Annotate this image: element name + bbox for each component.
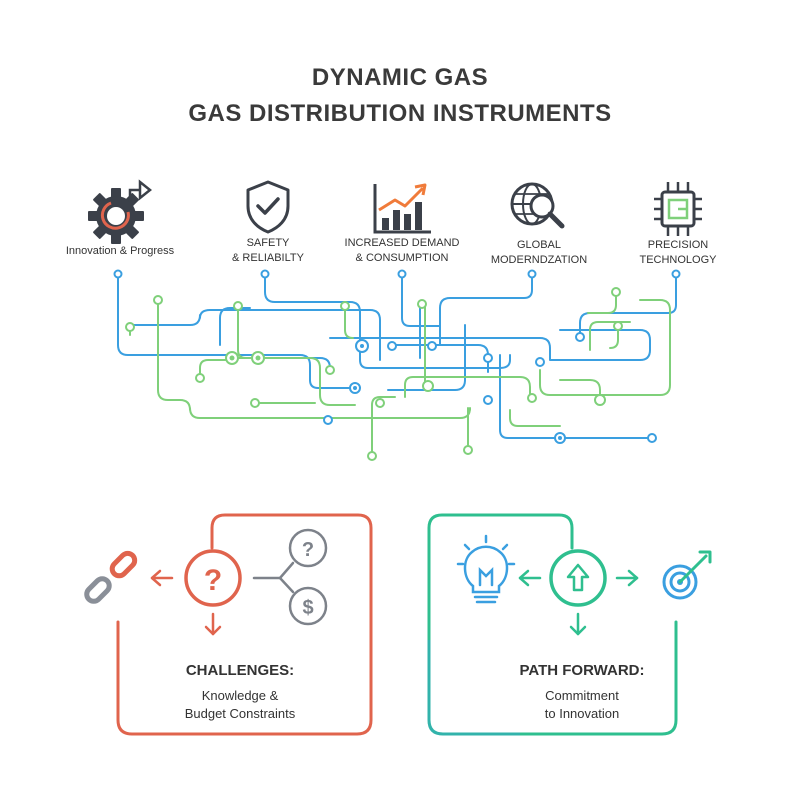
svg-text:?: ? [204, 564, 222, 597]
feature-label: Innovation & Progress [65, 245, 175, 257]
bar-chart-growth-icon [373, 183, 431, 234]
microchip-icon [654, 182, 702, 236]
left-arrow-icon [518, 569, 542, 587]
feature-innovation: Innovation & Progress [30, 178, 210, 259]
left-arrow-icon [150, 569, 174, 587]
svg-text:?: ? [302, 539, 314, 561]
dollar-circle-icon: $ [288, 586, 328, 626]
path-forward-heading: PATH FORWARD: [519, 662, 645, 679]
circuit-network [113, 269, 681, 461]
challenges-frame [116, 513, 373, 736]
feature-label: GLOBAL MODERNDZATION [490, 239, 588, 266]
feature-safety: SAFETY & RELIABILTY [178, 178, 358, 266]
feature-global: GLOBAL MODERNDZATION [449, 180, 629, 268]
path-forward-line: to Innovation [544, 706, 620, 721]
path-forward-line: Commitment [545, 688, 619, 703]
gear-arrow-icon [88, 179, 153, 244]
up-arrow-circle-icon [549, 549, 607, 607]
green-traces [129, 291, 671, 456]
feature-label: PRECISION TECHNOLOGY [639, 239, 717, 266]
feature-demand: INCREASED DEMAND & CONSUMPTION [312, 180, 492, 266]
right-arrow-icon [615, 569, 639, 587]
challenges-heading: CHALLENGES: [185, 662, 295, 679]
challenges-text: CHALLENGES: Knowledge & Budget Constrain… [110, 662, 370, 723]
globe-magnifier-icon [510, 182, 565, 229]
branch-connector [252, 561, 295, 594]
blue-traces [117, 274, 677, 439]
question-circle-icon: ? [184, 549, 242, 607]
down-arrow-icon [569, 612, 587, 636]
page-title-line1: DYNAMIC GAS [311, 64, 489, 91]
feature-label: INCREASED DEMAND & CONSUMPTION [344, 237, 460, 264]
challenges-line: Budget Constraints [184, 706, 296, 721]
path-forward-frame [427, 513, 678, 736]
target-arrow-icon [662, 550, 712, 600]
feature-precision: PRECISION TECHNOLOGY [588, 180, 768, 268]
page-title-line2: GAS DISTRIBUTION INSTRUMENTS [188, 100, 612, 127]
lightbulb-icon [456, 534, 516, 604]
feature-label: SAFETY & RELIABILTY [232, 237, 304, 264]
question-circle-icon: ? [288, 528, 328, 568]
circuit-nodes [113, 269, 681, 461]
shield-check-icon [246, 180, 290, 234]
down-arrow-icon [204, 612, 222, 636]
challenges-line: Knowledge & [201, 688, 279, 703]
svg-text:$: $ [302, 597, 313, 619]
broken-chain-icon [84, 550, 138, 604]
bottom-panels: ? ? $ [84, 513, 712, 736]
path-forward-text: PATH FORWARD: Commitment to Innovation [452, 662, 712, 723]
